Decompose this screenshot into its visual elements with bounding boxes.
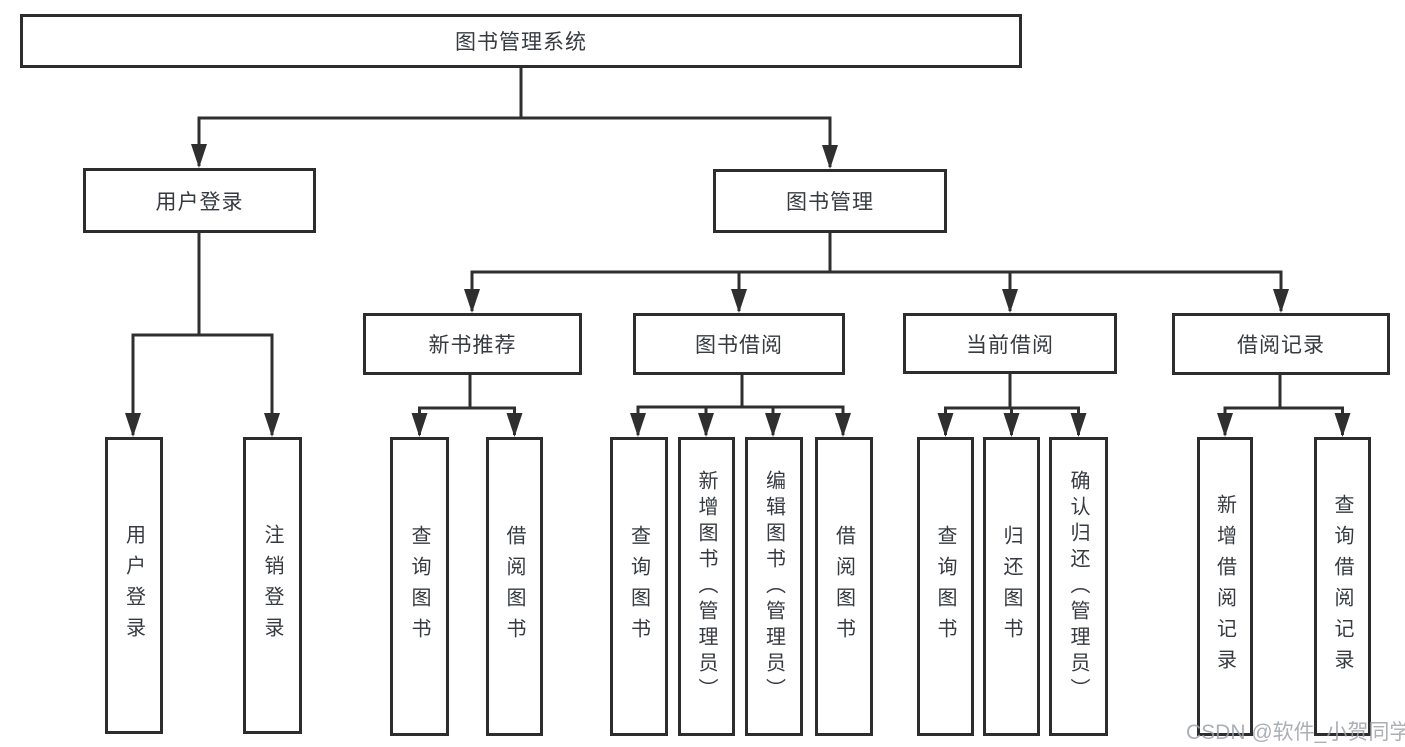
csdn-watermark: CSDN @软件_小贺同学 [1186,721,1405,744]
arrowheads [125,144,1351,437]
arrow-down-icon [506,413,523,437]
node-current-query-books: 查询图书 [917,437,974,736]
arrow-down-icon [411,413,428,437]
node-edit-books-admin: 编辑图书（管理员） [745,437,803,736]
node-current-borrow: 当前借阅 [903,313,1117,374]
node-query-borrow-record: 查询借阅记录 [1314,437,1371,736]
node-book-management: 图书管理 [713,169,947,233]
node-label: 用户登录 [155,190,244,214]
node-label: 图书管理 [786,191,874,214]
node-label: 图书管理系统 [455,31,587,54]
node-borrow-books: 借阅图书 [815,437,873,736]
node-label: 借阅记录 [1237,334,1325,357]
arrow-down-icon [1070,413,1087,437]
node-label: 归还图书 [1000,524,1022,649]
arrow-down-icon [1003,413,1020,437]
node-confirm-return-admin: 确认归还（管理员） [1049,437,1108,736]
node-label: 注销登录 [261,523,283,648]
node-label: 借阅图书 [503,524,525,649]
node-borrow-records: 借阅记录 [1172,313,1390,375]
arrow-down-icon [937,413,954,437]
node-label: 编辑图书（管理员） [762,469,785,704]
arrow-down-icon [264,413,280,437]
arrow-down-icon [822,145,838,169]
arrow-down-icon [731,289,747,313]
arrow-down-icon [835,413,851,437]
node-add-borrow-record: 新增借阅记录 [1197,437,1253,736]
node-label: 当前借阅 [966,333,1054,357]
node-label: 用户登录 [122,523,145,648]
node-label: 图书借阅 [695,334,783,357]
arrow-down-icon [698,413,714,437]
arrow-down-icon [630,413,646,437]
arrow-down-icon [765,413,781,437]
arrow-down-icon [464,289,480,313]
node-label: 确认归还（管理员） [1067,469,1089,704]
node-label: 新书推荐 [428,334,517,357]
node-label: 查询图书 [934,524,956,649]
node-label: 查询借阅记录 [1331,493,1353,680]
node-return-books: 归还图书 [983,437,1040,736]
node-library-management-system: 图书管理系统 [20,14,1022,68]
node-label: 查询图书 [627,524,650,649]
node-add-books-admin: 新增图书（管理员） [678,437,735,736]
node-new-book-recommend: 新书推荐 [363,313,582,375]
connector-paths [131,68,1344,435]
node-user-login-branch: 用户登录 [83,168,316,233]
node-label: 新增借阅记录 [1213,493,1236,680]
node-label: 新增图书（管理员） [695,469,717,704]
node-recommend-borrow-books: 借阅图书 [486,437,543,736]
arrow-down-icon [125,413,141,437]
node-recommend-query-books: 查询图书 [390,437,449,736]
arrow-down-icon [1217,413,1233,437]
node-logout: 注销登录 [243,437,302,734]
node-user-login-leaf: 用户登录 [105,437,163,734]
arrow-down-icon [1002,289,1018,313]
node-book-borrow: 图书借阅 [633,313,845,375]
arrow-down-icon [191,144,207,168]
node-label: 借阅图书 [832,524,855,649]
node-borrow-query-books: 查询图书 [610,437,668,736]
arrow-down-icon [1273,289,1289,313]
arrow-down-icon [1334,413,1351,437]
node-label: 查询图书 [408,524,430,649]
